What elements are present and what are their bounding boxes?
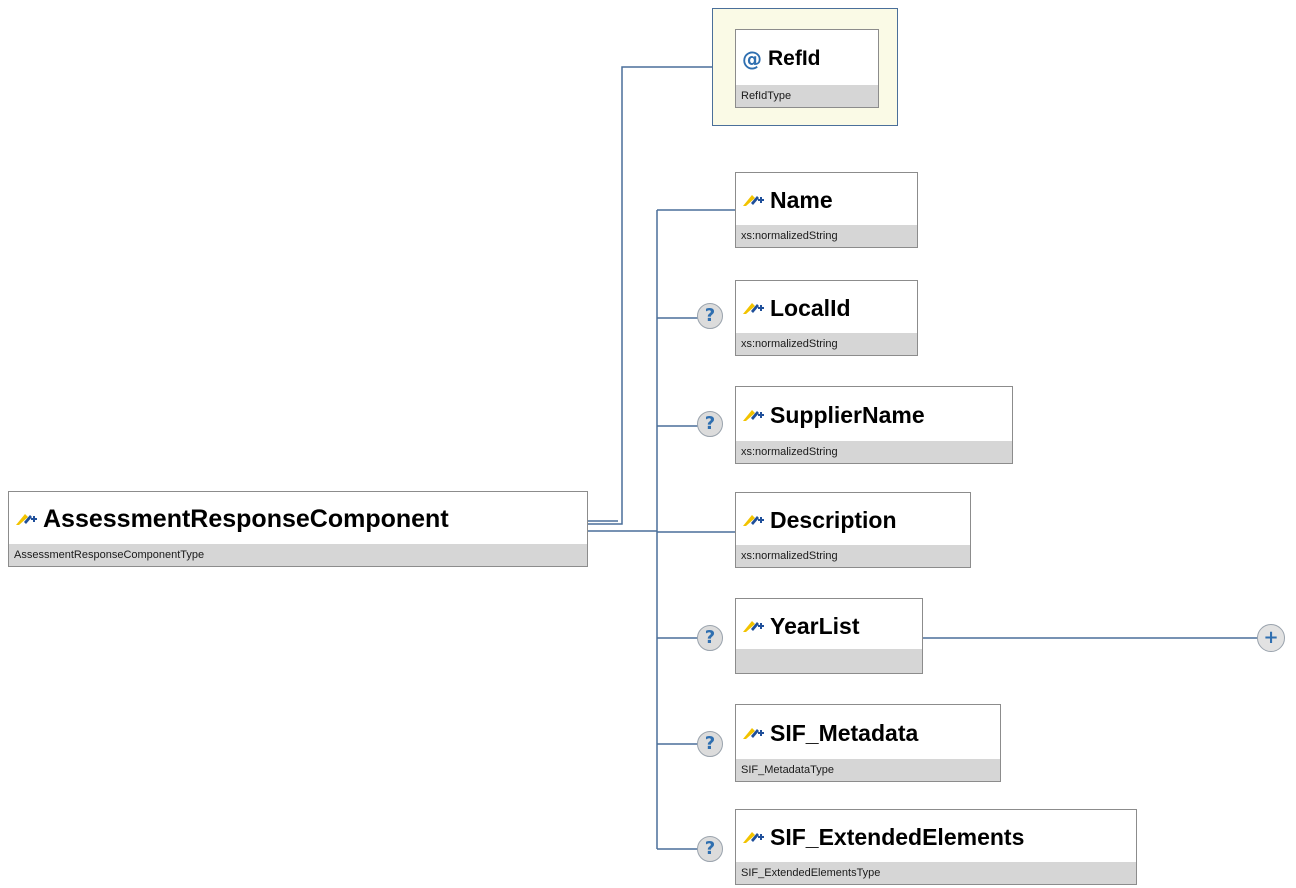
optional-marker: ? (697, 411, 723, 437)
element-icon (742, 408, 764, 422)
element-type: xs:normalizedString (736, 333, 917, 355)
element-icon (742, 193, 764, 207)
root-element[interactable]: AssessmentResponseComponent AssessmentRe… (8, 491, 588, 567)
root-element-name: AssessmentResponseComponent (43, 504, 449, 533)
element-icon (742, 830, 764, 844)
element-label: Name (770, 186, 833, 213)
element-label: SIF_Metadata (770, 719, 919, 746)
element-label: SIF_ExtendedElements (770, 823, 1025, 850)
element-name[interactable]: Name xs:normalizedString (735, 172, 918, 248)
attribute-type: RefIdType (736, 85, 878, 107)
element-type: SIF_MetadataType (736, 759, 1000, 781)
element-sif-metadata[interactable]: SIF_Metadata SIF_MetadataType (735, 704, 1001, 782)
element-suppliername[interactable]: SupplierName xs:normalizedString (735, 386, 1013, 464)
element-sif-extendedelements[interactable]: SIF_ExtendedElements SIF_ExtendedElement… (735, 809, 1137, 885)
element-type: xs:normalizedString (736, 545, 970, 567)
element-type (736, 649, 922, 673)
attribute-at-icon: @ (742, 47, 762, 71)
element-type: xs:normalizedString (736, 225, 917, 247)
optional-marker: ? (697, 731, 723, 757)
element-label: YearList (770, 612, 860, 639)
optional-marker: ? (697, 625, 723, 651)
optional-marker: ? (697, 303, 723, 329)
element-icon (742, 726, 764, 740)
element-label: LocalId (770, 294, 851, 321)
element-yearlist[interactable]: YearList (735, 598, 923, 674)
element-label: Description (770, 506, 897, 533)
element-icon (742, 301, 764, 315)
element-icon (15, 512, 37, 526)
attribute-refid[interactable]: @ RefId RefIdType (735, 29, 879, 108)
expand-button[interactable]: + (1257, 624, 1285, 652)
attribute-refid-frame: @ RefId RefIdType (712, 8, 898, 126)
optional-marker: ? (697, 836, 723, 862)
element-localid[interactable]: LocalId xs:normalizedString (735, 280, 918, 356)
element-icon (742, 619, 764, 633)
element-icon (742, 513, 764, 527)
attribute-name: RefId (768, 47, 821, 70)
element-type: xs:normalizedString (736, 441, 1012, 463)
element-type: SIF_ExtendedElementsType (736, 862, 1136, 884)
element-label: SupplierName (770, 401, 925, 428)
element-description[interactable]: Description xs:normalizedString (735, 492, 971, 568)
root-element-type: AssessmentResponseComponentType (9, 544, 587, 566)
